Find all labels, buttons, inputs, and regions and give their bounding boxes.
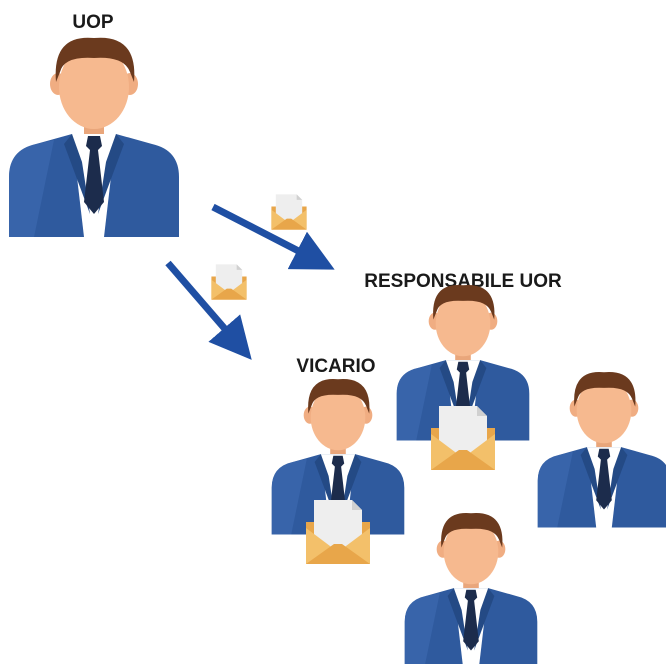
businessman-icon [9,37,179,237]
open-envelope-icon [306,500,370,564]
arrow-icon [165,260,252,360]
label-uop: UOP [72,12,114,33]
open-envelope-icon [271,194,307,230]
businessman-icon [404,513,538,664]
label-vicario: VICARIO [296,356,375,377]
businessman-icon [537,372,666,528]
open-envelope-icon [431,406,495,470]
label-responsabile-uor: RESPONSABILE UOR [364,271,562,292]
arrow-icon [211,203,335,270]
open-envelope-icon [211,264,247,300]
